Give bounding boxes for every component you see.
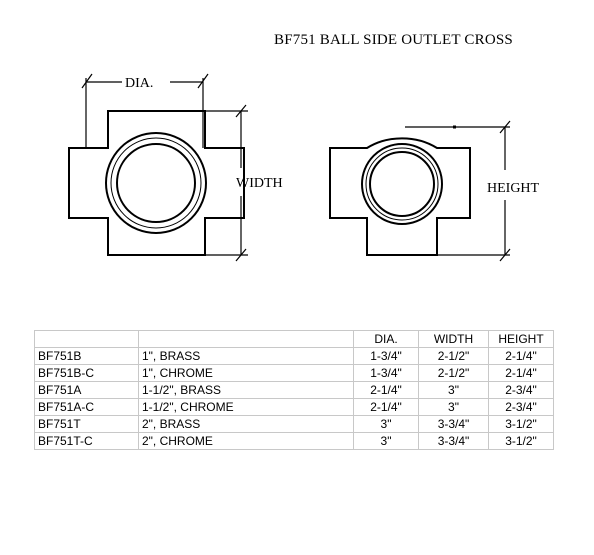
- table-cell: 2-1/2": [418, 347, 489, 365]
- table-cell: 1-3/4": [353, 364, 419, 382]
- table-cell: 3-3/4": [418, 415, 489, 433]
- side-outer-bore-circle: [361, 143, 443, 225]
- page-title: BF751 BALL SIDE OUTLET CROSS: [274, 32, 513, 48]
- table-cell: BF751B: [34, 347, 139, 365]
- height-label: HEIGHT: [487, 181, 540, 196]
- table-cell: 2-1/4": [353, 381, 419, 399]
- side-inner-bore-circle-2: [365, 147, 439, 221]
- height-dimension: [405, 120, 511, 262]
- table-cell: 3": [418, 381, 489, 399]
- table-cell: 2-1/4": [488, 364, 554, 382]
- inner-bore-circle: [116, 143, 196, 223]
- front-view-cross: [68, 110, 245, 256]
- table-cell: BF751A-C: [34, 398, 139, 416]
- width-dimension: [205, 104, 248, 262]
- table-cell: 2-3/4": [488, 398, 554, 416]
- outer-bore-circle: [105, 132, 207, 234]
- technical-drawing: DIA. WIDTH HEIGHT: [68, 73, 540, 262]
- table-cell: 3": [353, 415, 419, 433]
- table-header-cell: WIDTH: [418, 330, 489, 348]
- table-cell: 3-3/4": [418, 432, 489, 450]
- table-cell: 3": [353, 432, 419, 450]
- table-cell: BF751A: [34, 381, 139, 399]
- side-inner-bore-circle: [369, 151, 435, 217]
- table-cell: 3": [418, 398, 489, 416]
- table-cell: 2-1/4": [488, 347, 554, 365]
- dia-label: DIA.: [125, 76, 153, 91]
- table-header-cell: HEIGHT: [488, 330, 554, 348]
- dia-dimension: [81, 73, 209, 148]
- table-cell: 2-3/4": [488, 381, 554, 399]
- table-cell: 2-1/4": [353, 398, 419, 416]
- table-cell: 1", CHROME: [138, 364, 354, 382]
- table-cell: 1-1/2", CHROME: [138, 398, 354, 416]
- table-cell: 1", BRASS: [138, 347, 354, 365]
- inner-bore-circle-2: [110, 137, 202, 229]
- table-cell: 2", CHROME: [138, 432, 354, 450]
- table-cell: BF751T-C: [34, 432, 139, 450]
- table-cell: 1-3/4": [353, 347, 419, 365]
- table-cell: BF751B-C: [34, 364, 139, 382]
- side-outlet-outline: [329, 137, 471, 256]
- width-label: WIDTH: [236, 176, 283, 191]
- table-header-cell: [138, 330, 354, 348]
- side-view-ball-outlet: [329, 137, 471, 256]
- table-cell: 3-1/2": [488, 415, 554, 433]
- table-cell: BF751T: [34, 415, 139, 433]
- table-cell: 3-1/2": [488, 432, 554, 450]
- table-cell: 2-1/2": [418, 364, 489, 382]
- table-cell: 1-1/2", BRASS: [138, 381, 354, 399]
- table-cell: 2", BRASS: [138, 415, 354, 433]
- table-header-cell: DIA.: [353, 330, 419, 348]
- table-header-cell: [34, 330, 139, 348]
